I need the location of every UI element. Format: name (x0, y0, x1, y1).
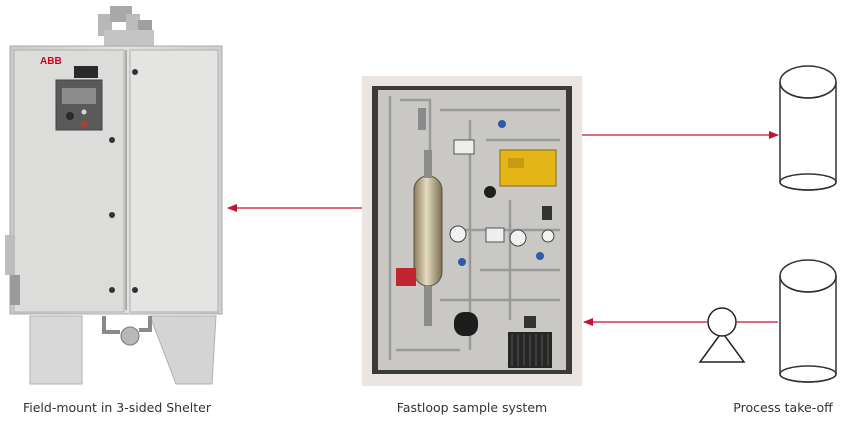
cylinder-neck (424, 286, 432, 326)
latch (109, 137, 115, 143)
flow-meter (485, 227, 505, 243)
leg-left (29, 315, 83, 385)
panel-indicator (81, 109, 87, 115)
yellow-module (499, 149, 557, 187)
vessel-bottom (779, 259, 837, 383)
shelter-image: ABB (5, 6, 223, 385)
side-conduit (5, 235, 15, 275)
pump (454, 312, 478, 336)
bottom-gauge (120, 326, 140, 346)
yellow-module-detail (508, 158, 524, 168)
valve-body (524, 316, 536, 328)
caption-sample-system: Fastloop sample system (396, 400, 548, 415)
cylinder-valve (418, 108, 426, 130)
valve-body (542, 206, 552, 220)
bottom-pipe (139, 316, 152, 332)
blue-fitting (498, 120, 506, 128)
right-door (129, 49, 219, 313)
bottom-pipe (102, 316, 120, 334)
latch (132, 287, 138, 293)
blue-fitting (536, 252, 544, 260)
blue-fitting (458, 258, 466, 266)
panel-knob (66, 112, 74, 120)
pressure-gauge (509, 229, 527, 247)
valve-knob (484, 186, 496, 198)
pressure-gauge (541, 229, 555, 243)
abb-logo: ABB (40, 56, 62, 67)
panel-button-red (81, 121, 87, 127)
sample-system-image (362, 76, 582, 386)
tubing (388, 96, 560, 360)
latch (109, 287, 115, 293)
side-conduit (10, 275, 20, 305)
vessel-top (779, 65, 837, 191)
fin-lines (511, 334, 549, 366)
cylinder-neck (424, 150, 432, 178)
top-fittings (98, 6, 154, 46)
leg-right (149, 315, 217, 385)
warning-label (396, 268, 416, 286)
control-panel (55, 79, 103, 131)
process-takeoff (698, 65, 837, 383)
nameplate (74, 66, 98, 78)
caption-shelter: Field-mount in 3-sided Shelter (22, 400, 211, 415)
caption-process: Process take-off (733, 400, 833, 415)
latch (109, 212, 115, 218)
pump-symbol (698, 307, 746, 363)
panel-display (62, 88, 96, 104)
sample-cylinder (413, 175, 443, 287)
flow-meter (453, 139, 475, 155)
latch (132, 69, 138, 75)
pressure-gauge (449, 225, 467, 243)
